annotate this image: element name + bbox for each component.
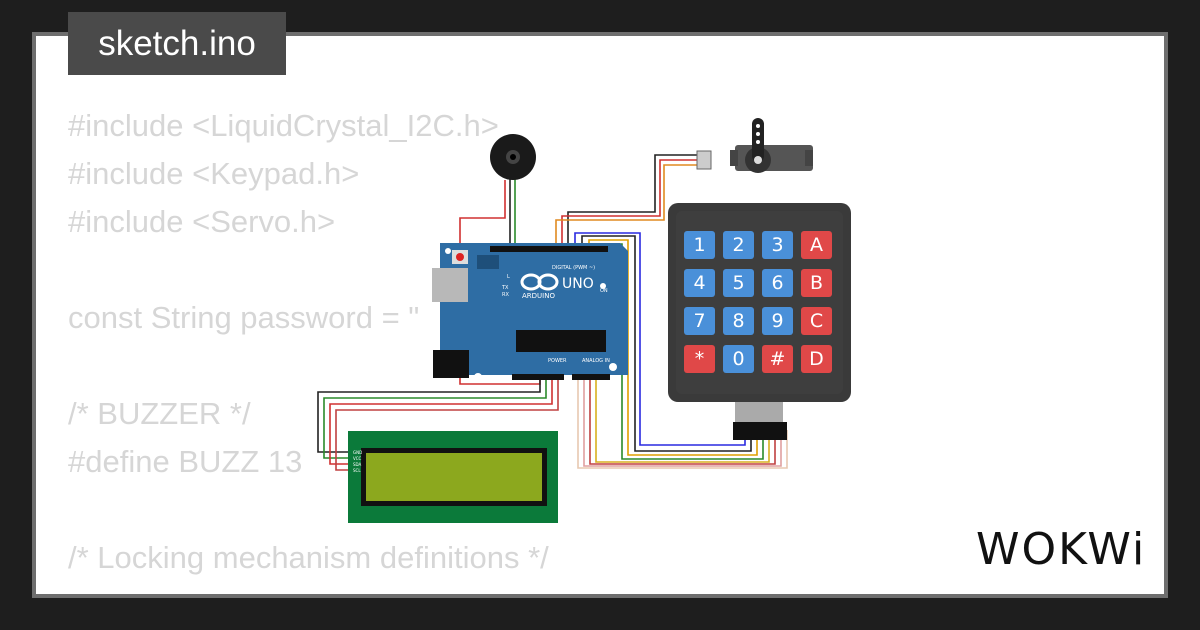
keypad-key[interactable] [801,269,832,297]
keypad-key-label: 8 [732,310,744,332]
wire [581,235,752,452]
wire [567,154,697,250]
lcd-pin-label: VCC [353,456,362,461]
keypad-key[interactable] [723,345,754,373]
wire [555,164,697,250]
keypad-key-label: D [809,348,824,370]
keypad-key[interactable] [684,231,715,259]
servo-wires [555,154,697,250]
atmega-chip [516,330,606,352]
keypad-key[interactable] [762,345,793,373]
keypad-key-label: # [770,348,786,370]
keypad-key-label: 5 [732,272,744,294]
wire [583,380,782,467]
keypad-key-label: 9 [771,310,783,332]
keypad-key[interactable] [723,307,754,335]
analog-header [572,374,610,380]
code-line: /* Locking mechanism definitions */ [68,540,549,575]
code-line: const String password = " [68,300,420,335]
lcd-pin-label: SDA [353,462,362,467]
lcd-wires [317,376,559,471]
digital-label: DIGITAL (PWM ~) [552,265,595,271]
lcd-1602[interactable]: GND VCC SDA SCL [348,431,558,523]
board-name: UNO [562,276,594,292]
lcd-pin-label: SCL [353,468,361,473]
wokwi-logo: WOKWi [976,524,1147,575]
keypad-key[interactable] [723,231,754,259]
tx-label: TX [501,285,509,291]
keypad-key[interactable] [762,269,793,297]
arduino-uno[interactable]: UNO ARDUINO DIGITAL (PWM ~) POWER ANALOG… [432,243,628,381]
keypad-key-label: 0 [732,348,744,370]
buzzer[interactable] [490,134,536,180]
keypad-key-label: 7 [693,310,705,332]
keypad-key[interactable] [801,345,832,373]
keypad-key[interactable] [762,231,793,259]
power-label: POWER [548,358,567,364]
keypad-key-label: 2 [732,234,744,256]
keypad-key[interactable] [762,307,793,335]
file-tab[interactable]: sketch.ino [68,12,286,75]
keypad-key-label: B [810,272,823,294]
keypad-key[interactable] [801,307,832,335]
keypad-key-label: 6 [771,272,783,294]
rx-label: RX [502,292,509,298]
keypad-key-label: A [810,234,823,256]
keypad-connector [733,422,787,440]
keypad-key[interactable] [801,231,832,259]
wire [323,376,547,459]
code-line: /* BUZZER */ [68,396,251,431]
l-label: L [507,274,510,280]
wire [561,159,697,250]
keypad-key[interactable] [723,269,754,297]
wire [335,376,559,471]
wire [574,232,746,446]
power-header [512,374,564,380]
wire [589,380,776,465]
code-line: #include <Servo.h> [68,204,336,239]
code-line: #define SERVO_PIN 6 [68,582,549,594]
servo[interactable] [696,118,813,173]
lcd-pin-label: GND [353,450,362,455]
power-jack [433,350,469,378]
keypad-key-label: C [810,310,823,332]
wire [329,376,553,465]
digital-header [490,246,608,252]
keypad-key[interactable] [684,307,715,335]
keypad-4x4[interactable]: 1 2 3 A 4 5 6 B 7 8 9 C * 0 # D [668,203,851,440]
analog-label: ANALOG IN [582,358,610,364]
keypad-key-label: * [695,348,705,370]
keypad-key-label: 3 [771,234,783,256]
keypad-keys: 1 2 3 A 4 5 6 B 7 8 9 C * 0 # D [684,231,832,373]
keypad-key[interactable] [684,345,715,373]
lcd-screen [366,453,542,501]
wire [595,380,770,463]
board-brand: ARDUINO [522,292,555,300]
code-line: #include <Keypad.h> [68,156,360,191]
wire [577,380,788,469]
code-line: #define BUZZ 13 [68,444,303,479]
code-line: #include <LiquidCrystal_I2C.h> [68,108,499,143]
keypad-key-label: 4 [693,272,705,294]
code-preview: #include <LiquidCrystal_I2C.h> #include <… [68,102,549,594]
keypad-key-label: 1 [693,234,705,256]
keypad-key[interactable] [684,269,715,297]
usb-connector [432,268,468,302]
on-label: ON [600,288,608,294]
